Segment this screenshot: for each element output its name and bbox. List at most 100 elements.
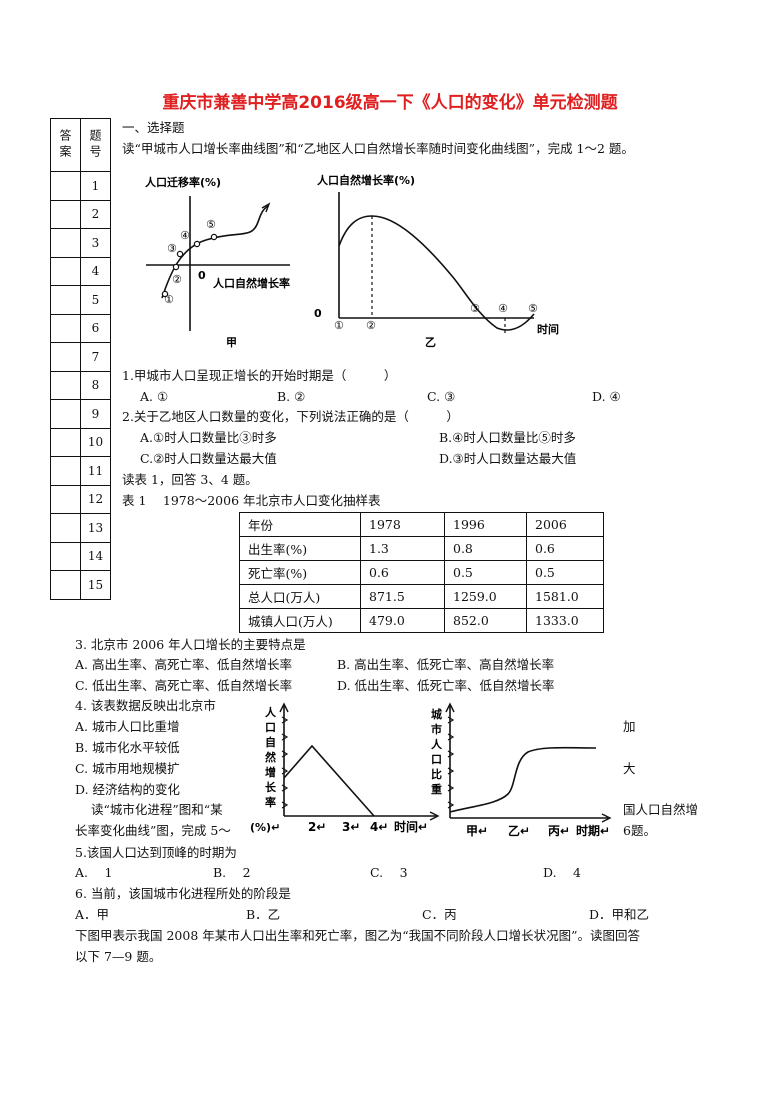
answer-cell[interactable] — [50, 427, 81, 457]
answer-cell[interactable] — [50, 370, 81, 400]
q4-option-a[interactable]: A. 城市人口比重增 — [75, 719, 180, 734]
question-number-cell: 1 — [80, 171, 111, 201]
fig-jia-point-5: ⑤ — [206, 218, 216, 231]
q5-stem: 5.该国人口达到顶峰的时期为 — [75, 845, 237, 860]
fig-jia-point-2: ② — [172, 273, 182, 286]
intro-q3-4: 读表 1，回答 3、4 题。 — [122, 472, 258, 487]
fig-yi-point-3: ③ — [470, 302, 480, 315]
q6-option-b[interactable]: B．乙 — [246, 907, 281, 922]
q5-option-a[interactable]: A. 1 — [75, 865, 113, 880]
question-number-cell: 10 — [80, 427, 111, 457]
fig-yi-point-1: ① — [334, 319, 344, 332]
table-cell: 总人口(万人) — [239, 584, 361, 609]
answer-cell[interactable] — [50, 399, 81, 429]
question-number-cell: 13 — [80, 513, 111, 543]
question-number-cell: 12 — [80, 484, 111, 514]
q3-option-b[interactable]: B. 高出生率、低死亡率、高自然增长率 — [337, 657, 555, 672]
fig_growth-ylabel_chars-char: 增 — [265, 765, 276, 779]
question-number-cell: 7 — [80, 342, 111, 372]
q4-option-d[interactable]: D. 经济结构的变化 — [75, 782, 181, 797]
fig_urban-ylabel_chars-char: 城 — [431, 707, 442, 721]
answer-cell[interactable] — [50, 228, 81, 258]
q6-stem: 6. 当前，该国城市化进程所处的阶段是 — [75, 886, 291, 901]
answer-cell[interactable] — [50, 313, 81, 343]
number-column-header: 题号 — [80, 118, 111, 172]
growth-axis-tick — [281, 801, 289, 809]
q6-option-c[interactable]: C．丙 — [422, 907, 457, 922]
q1-option-d[interactable]: D. ④ — [592, 389, 621, 404]
q1-option-b[interactable]: B. ② — [277, 389, 306, 404]
answer-cell[interactable] — [50, 456, 81, 486]
intro-q5-6-line1-tail: 国人口自然增 — [623, 802, 699, 817]
q5-option-c[interactable]: C. 3 — [370, 865, 408, 880]
q4-stem: 4. 该表数据反映出北京市 — [75, 698, 216, 713]
q2-option-c[interactable]: C.②时人口数量达最大值 — [140, 451, 277, 466]
question-number-cell: 15 — [80, 570, 111, 600]
question-number-cell: 2 — [80, 199, 111, 229]
q2-option-b[interactable]: B.④时人口数量比⑤时多 — [439, 430, 576, 445]
fig_urban-ylabel_chars-char: 口 — [431, 753, 442, 766]
fig-jia-xlabel: 人口自然增长率 — [213, 276, 290, 290]
fig-jia-point-1: ① — [164, 293, 174, 306]
table-cell: 0.5 — [526, 560, 604, 585]
fig_urban-ylabel_chars-char: 市 — [431, 722, 442, 736]
answer-cell[interactable] — [50, 541, 81, 571]
q3-option-d[interactable]: D. 低出生率、低死亡率、低自然增长率 — [337, 678, 555, 693]
growth-axis-tick — [281, 716, 289, 724]
table-cell: 0.5 — [444, 560, 527, 585]
growth-xlabel: 时间↵ — [394, 819, 428, 834]
table-cell: 死亡率(%) — [239, 560, 361, 585]
q2-option-a[interactable]: A.①时人口数量比③时多 — [140, 430, 277, 445]
urban-axis-tick — [447, 784, 455, 792]
table-cell: 0.6 — [526, 536, 604, 561]
q3-option-a[interactable]: A. 高出生率、高死亡率、低自然增长率 — [75, 657, 292, 672]
answer-row: 4 — [50, 256, 111, 286]
fig_urban-ylabel_chars-char: 重 — [431, 782, 442, 796]
fig_growth-ylabel_chars-char: 人 — [265, 705, 277, 719]
q4-option-c[interactable]: C. 城市用地规模扩 — [75, 761, 180, 776]
growth-tick-2: 2↵ — [308, 820, 326, 834]
answer-cell[interactable] — [50, 570, 81, 600]
intro-q5-6-line2: 长率变化曲线”图，完成 5～ — [75, 823, 231, 838]
urban-axis-tick — [447, 733, 455, 741]
q5-option-d[interactable]: D. 4 — [543, 865, 581, 880]
fig_urban-ylabel_chars-char: 人 — [431, 737, 443, 751]
table-cell: 0.8 — [444, 536, 527, 561]
urban-axis-tick — [447, 716, 455, 724]
answer-cell[interactable] — [50, 199, 81, 229]
fig-yi-origin: 0 — [314, 307, 322, 320]
answer-cell[interactable] — [50, 256, 81, 286]
question-number-cell: 9 — [80, 399, 111, 429]
fig-yi-caption: 乙 — [425, 336, 436, 349]
intro-q7-9-line2: 以下 7—9 题。 — [75, 949, 162, 964]
q3-option-c[interactable]: C. 低出生率、高死亡率、低自然增长率 — [75, 678, 293, 693]
table-cell: 1259.0 — [444, 584, 527, 609]
answer-cell[interactable] — [50, 342, 81, 372]
q6-option-d[interactable]: D．甲和乙 — [589, 907, 650, 922]
fig-yi-ylabel: 人口自然增长率(%) — [317, 173, 415, 187]
fig_growth-ylabel_chars-char: 率 — [265, 795, 276, 809]
answer-cell[interactable] — [50, 513, 81, 543]
answer-column-header: 答案 — [50, 118, 81, 172]
intro-q5-6-line2-tail: 6题。 — [623, 823, 656, 838]
q2-option-d[interactable]: D.③时人口数量达最大值 — [439, 451, 577, 466]
answer-cell[interactable] — [50, 285, 81, 315]
q1-option-a[interactable]: A. ① — [140, 389, 169, 404]
fig-jia-origin: 0 — [198, 269, 206, 282]
q4-option-b[interactable]: B. 城市化水平较低 — [75, 740, 180, 755]
growth-axis-tick — [281, 733, 289, 741]
fig-yi-point-2: ② — [366, 319, 376, 332]
intro-q5-6-line1: 读“城市化进程”图和“某 — [91, 802, 223, 817]
answer-row: 10 — [50, 427, 111, 457]
answer-row: 1 — [50, 171, 111, 201]
answer-cell[interactable] — [50, 171, 81, 201]
q6-option-a[interactable]: A．甲 — [75, 907, 110, 922]
answer-row: 15 — [50, 570, 111, 600]
q1-option-c[interactable]: C. ③ — [427, 389, 456, 404]
answer-cell[interactable] — [50, 484, 81, 514]
question-number-cell: 6 — [80, 313, 111, 343]
q5-option-b[interactable]: B. 2 — [213, 865, 251, 880]
table-cell: 1.3 — [360, 536, 445, 561]
